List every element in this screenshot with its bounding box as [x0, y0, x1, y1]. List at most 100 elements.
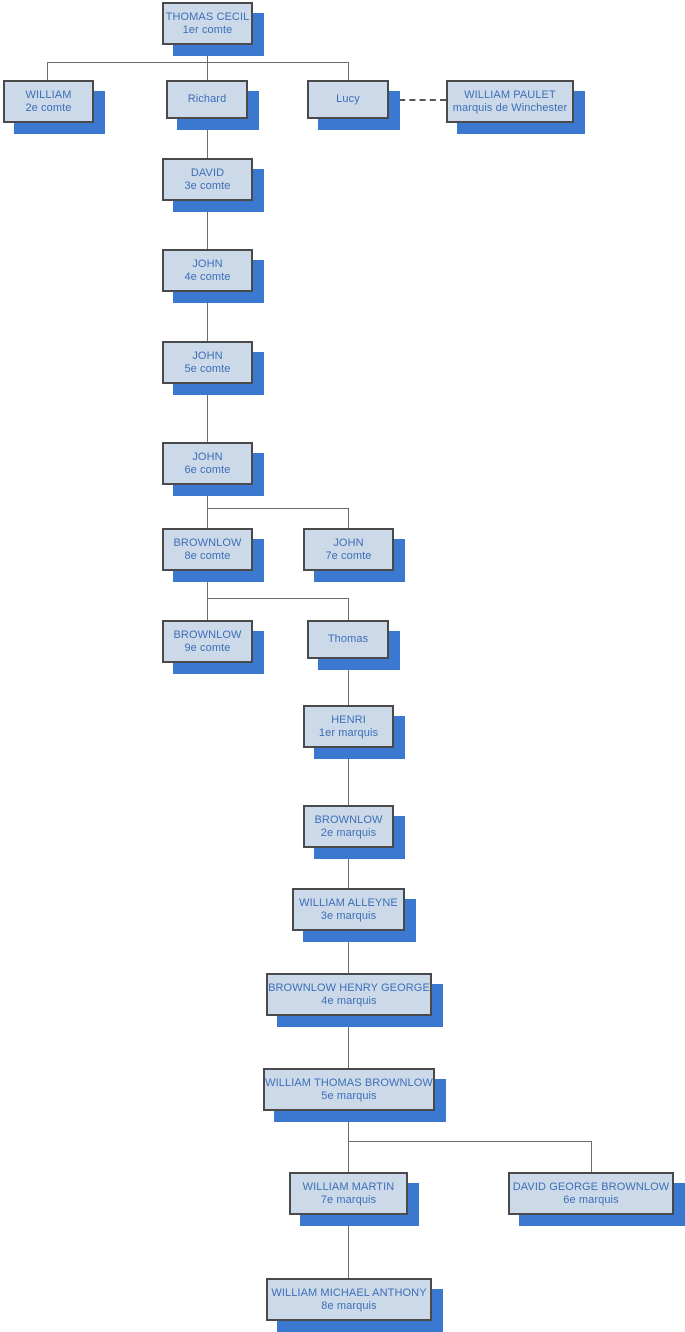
connector-wa3-to-bhg4 — [348, 931, 349, 973]
node-name: WILLIAM MICHAEL ANTHONY — [271, 1286, 427, 1299]
connector-john6-down — [207, 485, 208, 528]
node-name: BROWNLOW HENRY GEORGE — [268, 981, 430, 994]
node-richard[interactable]: Richard — [166, 80, 259, 130]
node-name: WILLIAM PAULET — [464, 88, 556, 101]
connector-bus-to-thomas — [348, 598, 349, 620]
connector-john6-bus — [207, 508, 348, 509]
connector-richard-to-david — [207, 119, 208, 158]
connector-wm7-to-wma8 — [348, 1215, 349, 1278]
node-title: 3e comte — [184, 179, 231, 192]
connector-bus-to-william2e — [47, 62, 48, 80]
node-title: 2e comte — [25, 101, 72, 114]
node-name: JOHN — [192, 450, 223, 463]
node-name: JOHN — [192, 349, 223, 362]
node-title: 4e marquis — [321, 994, 377, 1007]
connector-brownlow8-bus — [207, 598, 348, 599]
node-title: 5e marquis — [321, 1089, 377, 1102]
node-name: Richard — [187, 93, 227, 106]
node-name: HENRI — [331, 713, 366, 726]
node-title: marquis de Winchester — [452, 101, 568, 114]
node-name: DAVID GEORGE BROWNLOW — [512, 1180, 670, 1193]
node-name: Thomas — [327, 633, 369, 646]
connector-wtb5-bus — [348, 1141, 591, 1142]
node-name: DAVID — [190, 166, 225, 179]
connector-bus-to-lucy — [348, 62, 349, 80]
node-name: JOHN — [333, 536, 364, 549]
connector-john5-to-john6 — [207, 384, 208, 442]
node-title: 1er marquis — [318, 726, 379, 739]
node-name: Lucy — [336, 93, 360, 106]
marriage-link-lucy-william_paulet — [389, 99, 446, 101]
node-thomas[interactable]: Thomas — [307, 620, 400, 670]
node-name: BROWNLOW — [173, 536, 242, 549]
node-title: 3e marquis — [320, 909, 377, 922]
connector-john4-to-john5 — [207, 292, 208, 341]
node-title: 1er comte — [182, 23, 233, 36]
node-title: 8e comte — [184, 549, 231, 562]
connector-bus-to-dgb6 — [591, 1141, 592, 1172]
connector-bus-to-richard — [207, 62, 208, 80]
node-title: 7e marquis — [320, 1193, 377, 1206]
connector-david-to-john4 — [207, 201, 208, 249]
connector-henri-to-brownlow2 — [348, 748, 349, 805]
node-name: THOMAS CECIL — [165, 10, 250, 23]
node-title: 4e comte — [184, 270, 231, 283]
node-name: BROWNLOW — [314, 813, 383, 826]
node-name: WILLIAM MARTIN — [302, 1180, 395, 1193]
connector-brownlow2-to-wa3 — [348, 848, 349, 888]
connector-top-sibling-bus — [47, 62, 348, 63]
node-title: 6e comte — [184, 463, 231, 476]
node-title: 5e comte — [184, 362, 231, 375]
node-lucy[interactable]: Lucy — [307, 80, 400, 130]
node-name: WILLIAM — [25, 88, 72, 101]
connector-brownlow8-down — [207, 571, 208, 620]
node-title: 9e comte — [184, 641, 231, 654]
node-box: Thomas — [307, 620, 389, 659]
node-name: WILLIAM ALLEYNE — [299, 896, 398, 909]
connector-thomas-to-henri — [348, 659, 349, 705]
node-box: Richard — [166, 80, 248, 119]
connector-bhg4-to-wtb5 — [348, 1016, 349, 1068]
node-box: Lucy — [307, 80, 389, 119]
node-name: BROWNLOW — [173, 628, 242, 641]
node-title: 2e marquis — [320, 826, 377, 839]
connector-bus-to-john7 — [348, 508, 349, 528]
node-title: 7e comte — [325, 549, 372, 562]
